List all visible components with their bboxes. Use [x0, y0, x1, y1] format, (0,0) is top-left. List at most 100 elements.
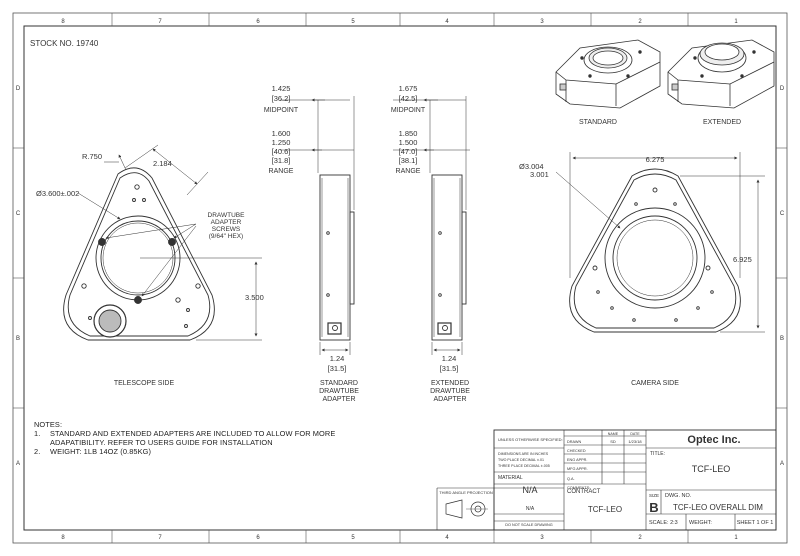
material-value: N/A [522, 485, 537, 495]
screws-note-line: ADAPTER [211, 219, 242, 226]
contract-value: TCF-LEO [588, 505, 622, 514]
std-range-mm-2: [31.8] [272, 156, 291, 165]
iso-standard-caption: STANDARD [579, 119, 617, 126]
zone-labels-bottom: 8 7 6 5 4 3 2 1 [61, 535, 738, 541]
comments-label: COMMENTS: [567, 486, 590, 490]
std-caption-line: STANDARD [320, 380, 358, 387]
telescope-side-view [63, 167, 215, 341]
drawn-name: SD [610, 439, 616, 444]
no-scale-label: DO NOT SCALE DRAWING [505, 523, 553, 527]
ext-range-in-1: 1.850 [399, 129, 418, 138]
ext-midpoint-label: MIDPOINT [391, 107, 426, 114]
ext-range-mm-2: [38.1] [399, 156, 418, 165]
zone-label: B [780, 336, 784, 342]
screws-note-line: DRAWTUBE [208, 212, 246, 219]
size-label: SIZE [649, 493, 659, 498]
ext-width-in: 1.24 [442, 354, 457, 363]
notes-title: NOTES: [34, 420, 63, 429]
contract-label: CONTRACT [567, 489, 601, 495]
title-label: TITLE: [650, 451, 665, 457]
zone-label: C [16, 211, 21, 217]
std-range-label: RANGE [269, 168, 294, 175]
material-label: MATERIAL [498, 475, 523, 481]
std-midpoint-label: MIDPOINT [264, 107, 299, 114]
zone-label: 6 [256, 19, 260, 25]
std-caption-line: DRAWTUBE [319, 388, 359, 395]
three-place-label: THREE PLACE DECIMAL ±.005 [498, 464, 550, 468]
telescope-dimensions [77, 144, 262, 341]
iso-extended-caption: EXTENDED [703, 119, 741, 126]
zone-label: 7 [158, 535, 162, 541]
ext-midpoint-mm: [42.5] [399, 94, 418, 103]
drawn-label: DRAWN [567, 440, 581, 444]
scale-label: SCALE: 2:3 [649, 520, 678, 526]
stock-number: STOCK NO. 19740 [30, 39, 99, 48]
dims-in-label: DIMENSIONS ARE IN INCHES [498, 452, 549, 456]
zone-label: 2 [638, 535, 642, 541]
zone-label: D [16, 86, 21, 92]
note-text: ADAPATIBILITY. REFER TO USERS GUIDE FOR … [50, 438, 273, 447]
zone-labels-side: D C B A D C B A [16, 86, 785, 467]
zone-label: D [780, 86, 785, 92]
ext-range-label: RANGE [396, 168, 421, 175]
std-width-mm: [31.5] [328, 364, 347, 373]
zone-label: A [780, 461, 784, 467]
telescope-height-dim: 3.500 [245, 293, 264, 302]
zone-label: B [16, 336, 20, 342]
projection-symbol [445, 499, 488, 519]
iso-standard [555, 39, 661, 109]
qa-label: Q.A. [567, 477, 575, 481]
ext-midpoint-in: 1.675 [399, 84, 418, 93]
screws-note-line: (9/64" HEX) [209, 233, 243, 240]
drawn-date: 1/23/18 [628, 439, 642, 444]
zone-ticks [13, 13, 787, 543]
dwg-no-value: TCF-LEO OVERALL DIM [673, 503, 763, 512]
title-block-lines [436, 429, 777, 531]
company-name: Optec Inc. [687, 434, 740, 446]
camera-dimensions [555, 152, 765, 333]
standard-adapter-profile [319, 174, 355, 341]
zone-label: 8 [61, 19, 65, 25]
finish-value: N/A [526, 506, 535, 512]
zone-label: 1 [734, 535, 738, 541]
note-number: 2. [34, 447, 41, 456]
dwg-no-label: DWG. NO. [665, 493, 692, 499]
zone-label: 8 [61, 535, 65, 541]
eng-appr-label: ENG APPR. [567, 458, 587, 462]
note-row: 1. STANDARD AND EXTENDED ADAPTERS ARE IN… [34, 429, 335, 438]
note-text: STANDARD AND EXTENDED ADAPTERS ARE INCLU… [50, 429, 336, 438]
std-range-in-1: 1.600 [272, 129, 291, 138]
camera-diameter-1: Ø3.004 [519, 162, 544, 171]
ext-range-in-2: 1.500 [399, 138, 418, 147]
telescope-diameter-dim: Ø3.600±.002 [36, 189, 79, 198]
camera-side-caption: CAMERA SIDE [631, 380, 679, 387]
zone-label: 4 [445, 535, 449, 541]
std-range-in-2: 1.250 [272, 138, 291, 147]
zone-label: 6 [256, 535, 260, 541]
camera-height-dim: 6.925 [733, 255, 752, 264]
zone-label: 3 [540, 535, 544, 541]
projection-label: THIRD ANGLE PROJECTION [439, 490, 493, 495]
note-number: 1. [34, 429, 41, 438]
weight-label: WEIGHT: [689, 520, 712, 526]
size-value: B [649, 500, 658, 515]
sheet-label: SHEET 1 OF 1 [737, 520, 774, 526]
telescope-side-caption: TELESCOPE SIDE [114, 380, 175, 387]
date-col-header: DATE [630, 432, 640, 436]
std-midpoint-in: 1.425 [272, 84, 291, 93]
std-caption-line: ADAPTER [322, 396, 355, 403]
std-midpoint-mm: [36.2] [272, 94, 291, 103]
extended-adapter-profile [431, 174, 467, 341]
name-col-header: NAME [608, 432, 619, 436]
zone-label: A [16, 461, 20, 467]
extended-adapter-dimensions [393, 96, 470, 355]
zone-label: 4 [445, 19, 449, 25]
zone-label: 7 [158, 19, 162, 25]
unless-label: UNLESS OTHERWISE SPECIFIED: [498, 437, 563, 442]
ext-caption-line: EXTENDED [431, 380, 469, 387]
standard-adapter-dimensions [280, 96, 355, 355]
zone-label: 5 [351, 19, 355, 25]
screws-note-line: SCREWS [212, 226, 241, 233]
ext-range-mm-1: [47.0] [399, 147, 418, 156]
